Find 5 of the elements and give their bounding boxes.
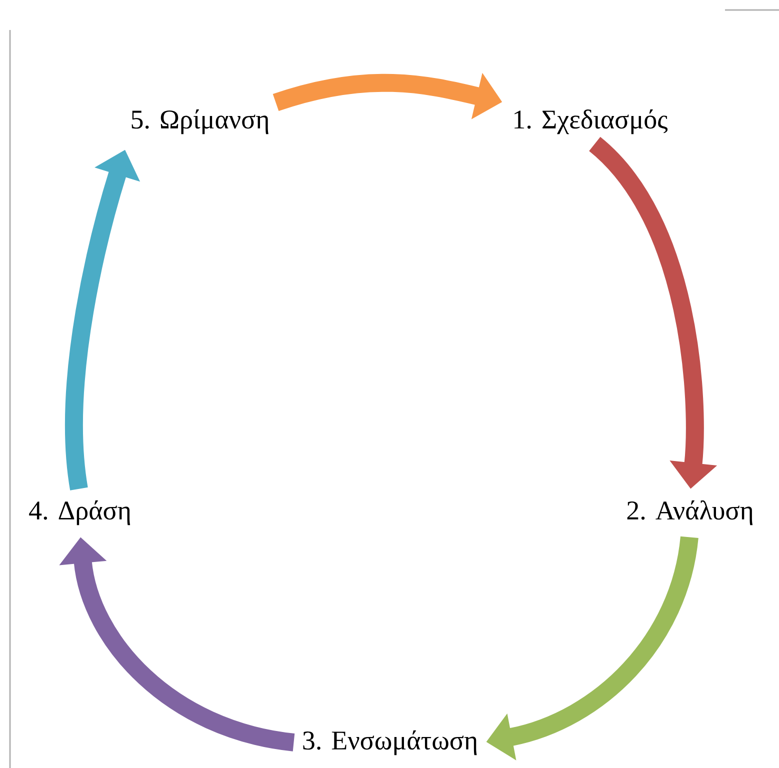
stage-label: 1. Σχεδιασμός	[514, 109, 668, 134]
stage-label: 4. Δράση	[29, 500, 130, 526]
stage-label: 3. Ενσωμάτωση	[303, 730, 477, 756]
stage-label: 2. Ανάλυση	[627, 500, 752, 526]
stage-label: 5. Ωρίμανση	[132, 109, 268, 134]
